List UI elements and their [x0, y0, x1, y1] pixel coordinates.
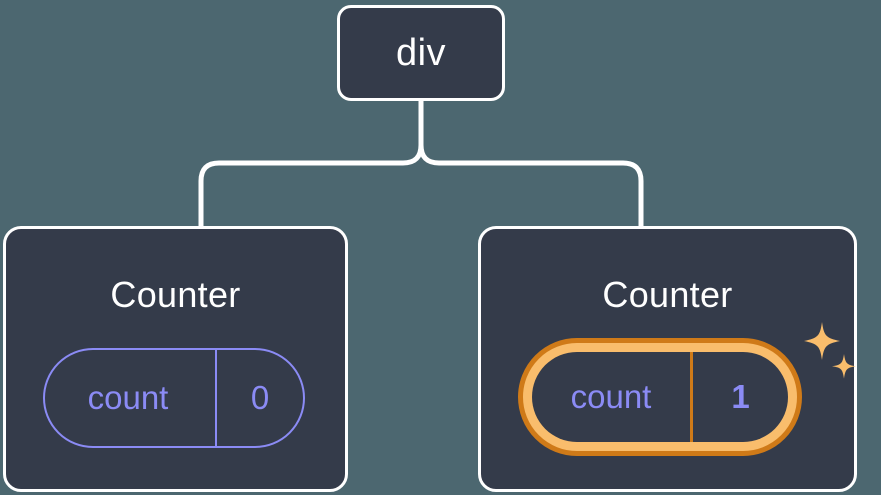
- connector-to-left-child: [198, 144, 424, 226]
- counter-right-title: Counter: [602, 274, 733, 315]
- root-node-label: div: [395, 31, 447, 74]
- state-badge-right-highlighted[interactable]: count 1: [518, 338, 802, 456]
- connector-to-right-child: [418, 144, 644, 226]
- node-root-div[interactable]: div: [337, 5, 505, 101]
- state-key-right: count: [570, 378, 652, 415]
- state-badge-left[interactable]: count 0: [43, 348, 305, 448]
- counter-left-title: Counter: [110, 274, 241, 315]
- state-key-left: count: [87, 379, 169, 416]
- state-value-right: 1: [690, 352, 788, 442]
- state-value-left: 0: [215, 350, 303, 446]
